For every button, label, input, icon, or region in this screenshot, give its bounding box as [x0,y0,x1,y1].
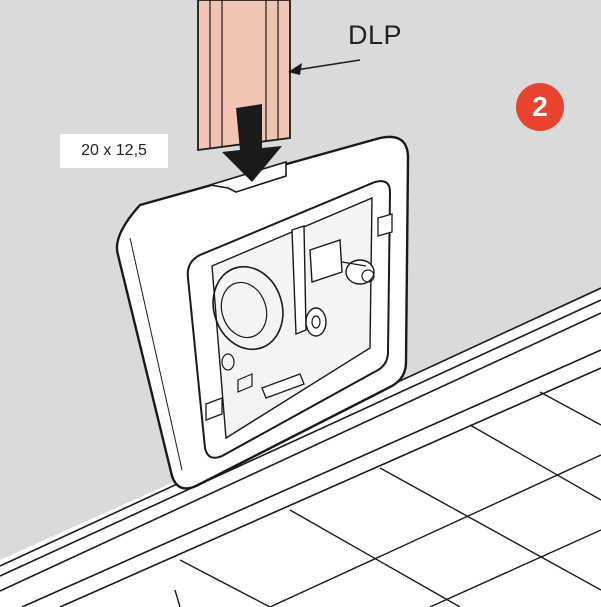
skirting [0,287,601,607]
duct-size-label: 20 x 12,5 [60,134,168,168]
floor-tiles [174,391,601,607]
dlp-duct [197,0,291,152]
insertion-arrow [222,104,282,182]
duct-label: DLP [348,20,403,50]
wall-box [115,135,410,490]
dlp-pointer-arrow [288,59,361,75]
step-number-badge: 2 [516,83,564,131]
